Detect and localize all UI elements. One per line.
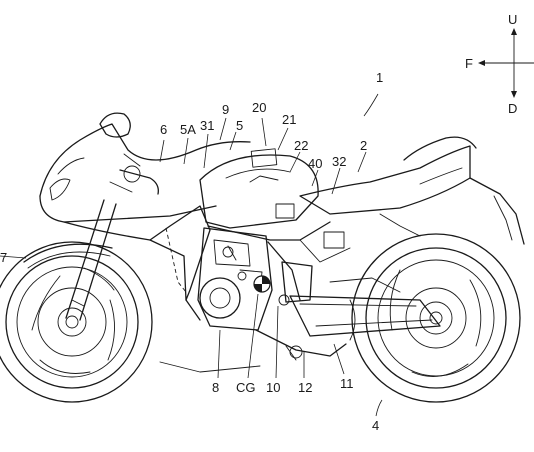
label-11: 11 bbox=[340, 376, 354, 391]
label-10: 10 bbox=[266, 380, 280, 395]
rear-wheel bbox=[351, 233, 521, 403]
label-1: 1 bbox=[376, 70, 383, 85]
label-12: 12 bbox=[298, 380, 312, 395]
engine bbox=[197, 227, 313, 331]
direction-down-label: D bbox=[508, 101, 517, 116]
direction-indicator: U F D bbox=[465, 12, 534, 116]
leader-lines bbox=[0, 93, 383, 417]
label-40: 40 bbox=[308, 156, 322, 171]
label-8: 8 bbox=[212, 380, 219, 395]
front-wheel bbox=[0, 241, 153, 403]
label-32: 32 bbox=[332, 154, 346, 169]
front-fork bbox=[23, 199, 117, 321]
label-31: 31 bbox=[200, 118, 214, 133]
label-2: 2 bbox=[360, 138, 367, 153]
fuel-tank bbox=[199, 148, 319, 229]
label-5a: 5A bbox=[180, 122, 196, 137]
label-21: 21 bbox=[282, 112, 296, 127]
label-20: 20 bbox=[252, 100, 266, 115]
label-6: 6 bbox=[160, 122, 167, 137]
label-5: 5 bbox=[236, 118, 243, 133]
label-22: 22 bbox=[294, 138, 308, 153]
reference-labels: 1 2 4 5 5A 6 7 8 9 10 11 12 20 21 22 31 … bbox=[0, 70, 383, 433]
seat-tail bbox=[275, 136, 525, 245]
label-9: 9 bbox=[222, 102, 229, 117]
label-7: 7 bbox=[0, 250, 7, 265]
direction-up-label: U bbox=[508, 12, 517, 27]
exhaust bbox=[159, 329, 347, 373]
handlebar bbox=[109, 153, 159, 195]
label-cg: CG bbox=[236, 380, 256, 395]
label-4: 4 bbox=[372, 418, 379, 433]
frame bbox=[207, 221, 351, 301]
direction-forward-label: F bbox=[465, 56, 473, 71]
swing-arm bbox=[289, 277, 441, 341]
center-of-gravity-marker bbox=[253, 275, 271, 293]
